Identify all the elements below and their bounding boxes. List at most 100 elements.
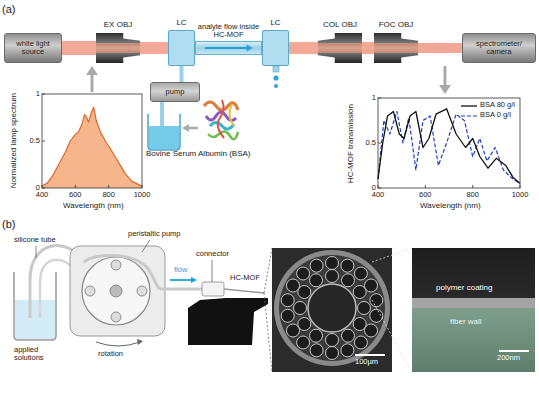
pump-box: pump [150,82,200,102]
capillary [342,274,355,287]
axis-ticks [378,98,520,188]
capillary [326,270,339,283]
pointer-arrow-head [182,124,189,132]
node-heading: FOC OBJ [379,21,414,30]
fiber-holder [188,298,268,345]
fiber-cladding [279,255,385,361]
capillary [281,294,294,307]
beaker [148,114,180,150]
capillary [365,324,378,337]
capillary [297,267,310,280]
objective-lens: FOC OBJ [374,33,418,63]
roller [85,286,95,296]
tick-label: 0.5 [360,139,376,147]
part-label: connector [196,250,229,258]
flow-label: flow [174,266,187,274]
sem-image [272,248,392,372]
capillary [298,286,311,299]
capillary [310,274,323,287]
part-label: HC-MOF [230,274,260,282]
capillary [281,309,294,322]
flow-arrow-line [205,47,247,49]
tube [160,102,164,126]
capillary [341,344,354,357]
beaker-liquid [149,126,179,149]
drop [274,84,278,88]
leader-line [212,260,213,282]
transmission-80-line [378,109,520,184]
protein-ribbon [204,102,238,110]
capillary [326,334,339,347]
node-heading: COL OBJ [323,21,357,30]
tick-label: 1 [24,90,40,98]
beaker-liquid [15,300,55,339]
capillary [354,336,367,349]
rotor-hub [110,285,122,297]
fiber-jacket [274,250,390,366]
chart-frame [378,98,520,188]
spectrometer-box: spectrometer/ camera [462,33,536,63]
tick-label: 1000 [130,191,154,199]
tick-label: 600 [413,191,437,199]
layer-label: polymer coating [436,284,492,293]
fiber [224,289,264,293]
flow-arrow-head [247,45,253,52]
light-beam [289,42,318,54]
light-source-box: white light source [4,33,62,63]
node-heading: LC [270,19,280,28]
axis-ticks [42,94,142,188]
flow-arrow [195,41,262,55]
polymer-layer [412,298,535,308]
capillary [326,257,339,270]
node-text: pump [163,88,188,96]
node-heading: EX OBJ [104,21,132,30]
scale-bar [499,350,529,352]
capillary [353,286,366,299]
beaker [14,272,56,340]
rotation-arrow [96,342,140,346]
transmission-0-line [378,112,520,184]
capillary [310,344,323,357]
hc-mof-fiber: analyte flow inside HC-MOF [195,41,262,55]
drop [273,75,278,80]
axis-title: Normalized lamp spectrum [10,93,19,188]
objective-lens: COL OBJ [318,33,362,63]
legend-line-sample [461,105,477,106]
protein-ribbon [229,104,234,126]
scale-label: 200nm [497,354,520,362]
chart-frame [42,94,142,188]
rotation-arrow-head [137,339,143,345]
legend-text: BSA 80 g/l [480,101,515,109]
roller [137,286,147,296]
zoom-image [412,248,535,372]
node-heading: analyte flow inside HC-MOF [197,23,261,40]
capillary [297,336,310,349]
axis-title: Wavelength (nm) [63,202,124,211]
silicone-tube [160,288,202,291]
pump-rotor [82,257,150,325]
capillary [326,347,339,360]
capillary [370,309,383,322]
liquid-cell: LC [168,30,195,66]
tick-label: 1 [360,94,376,102]
pointer-arrow [444,66,447,86]
capillary [353,318,366,331]
protein-ribbon [218,100,224,138]
light-beam [362,42,374,54]
capillary [310,329,323,342]
scale-label: 100µm [355,358,378,366]
capillary [287,324,300,337]
zoom-line [264,248,272,372]
capillary [287,279,300,292]
outlet-port [273,66,279,72]
capillary [294,302,307,315]
beam-inside [318,43,362,53]
capillary [354,267,367,280]
beam-inside [96,43,140,53]
tick-label: 800 [97,191,121,199]
pointer-arrow [91,73,94,92]
fiber-wall-region [412,308,535,372]
legend-text: BSA 0 g/l [480,111,511,119]
